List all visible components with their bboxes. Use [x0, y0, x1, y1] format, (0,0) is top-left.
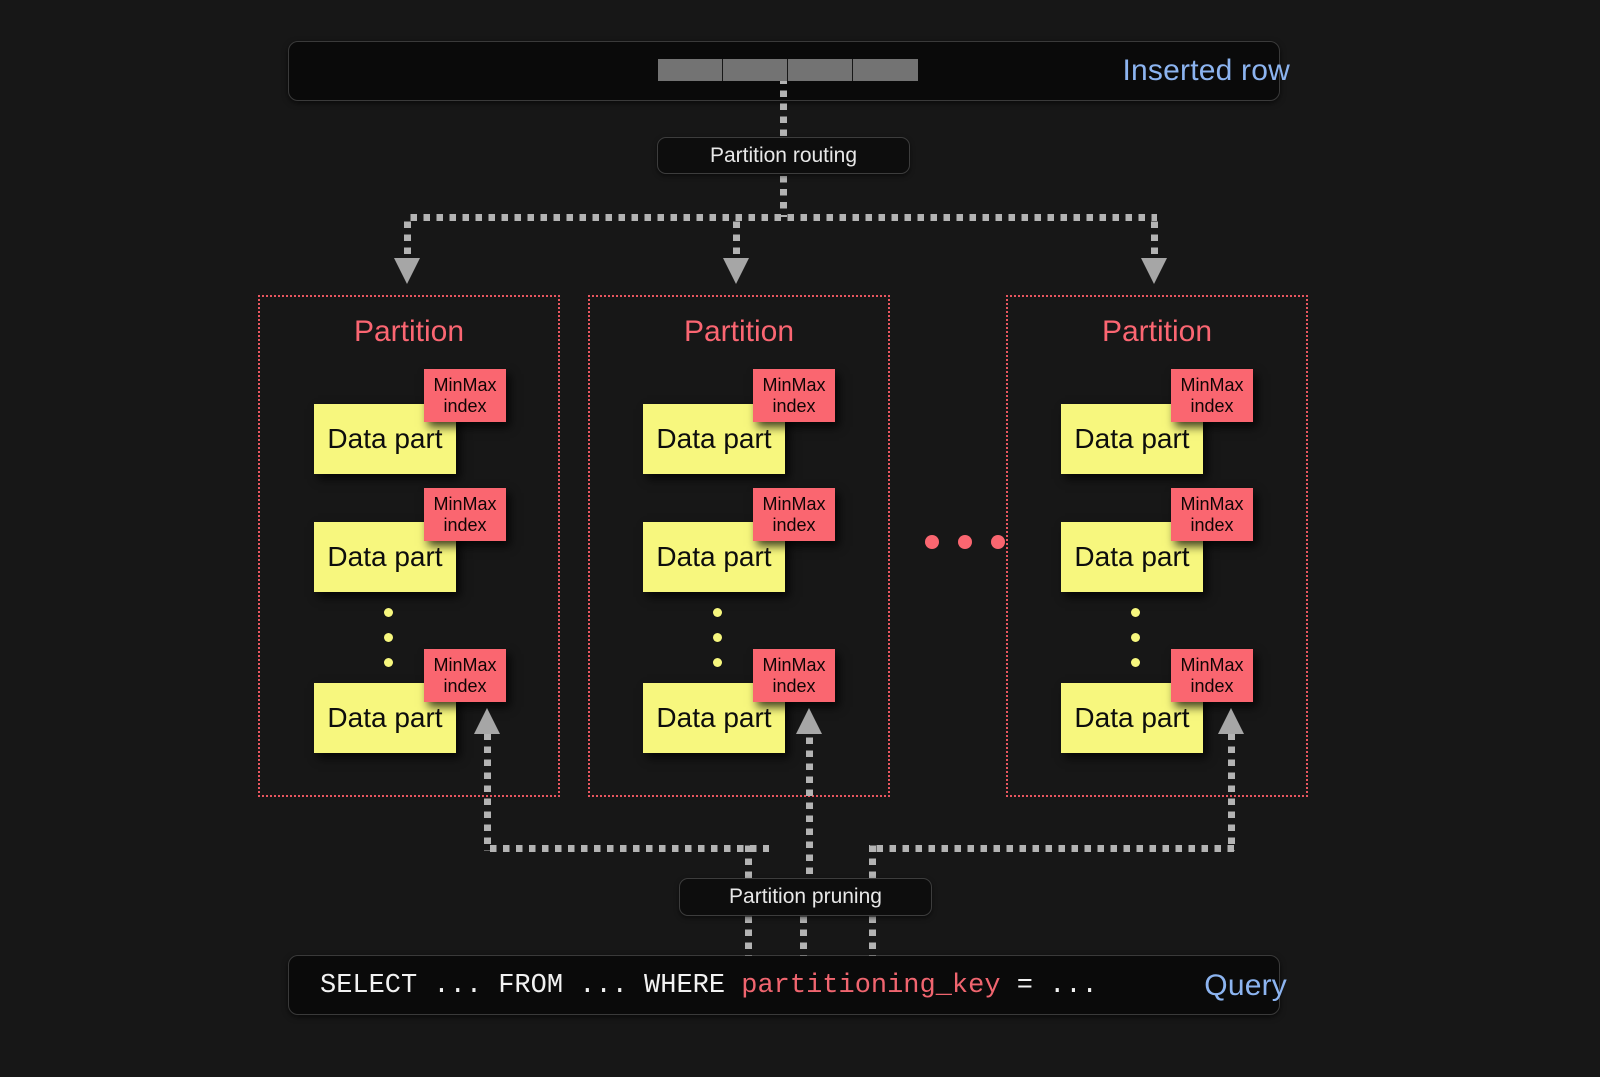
connector-distribution-bus	[405, 214, 1157, 221]
partitions-ellipsis	[925, 535, 1005, 549]
connector-pruning-to-query-mid	[800, 916, 807, 956]
query-suffix: = ...	[1000, 971, 1098, 1001]
query-text: SELECT ... FROM ... WHERE partitioning_k…	[320, 971, 1098, 1001]
data-parts-ellipsis	[713, 608, 722, 667]
inserted-row-label: Inserted row	[1122, 54, 1290, 87]
partition-1: Partition	[258, 295, 560, 797]
row-cell	[788, 59, 853, 81]
data-part-box: Data part	[1061, 522, 1203, 592]
connector-pruning-to-query-left	[745, 916, 752, 956]
query-label: Query	[1204, 969, 1287, 1002]
connector-pruning-to-partition-2	[806, 733, 813, 885]
data-parts-ellipsis	[384, 608, 393, 667]
arrow-into-data-part-1	[474, 708, 500, 734]
ellipsis-dot	[713, 608, 722, 617]
partition-routing-box: Partition routing	[657, 137, 910, 174]
ellipsis-dot	[1131, 658, 1140, 667]
data-parts-ellipsis	[1131, 608, 1140, 667]
partition-3-title: Partition	[1101, 315, 1213, 348]
data-part-box: Data part	[1061, 683, 1203, 753]
row-cell	[723, 59, 788, 81]
arrow-into-data-part-2	[796, 708, 822, 734]
connector-row-to-routing	[780, 81, 787, 139]
connector-bus-to-pruning-left	[745, 845, 752, 885]
arrow-into-partition-1	[394, 258, 420, 284]
ellipsis-dot	[713, 633, 722, 642]
ellipsis-dot	[1131, 608, 1140, 617]
ellipsis-dot	[1131, 633, 1140, 642]
ellipsis-dot	[384, 608, 393, 617]
row-cell	[658, 59, 723, 81]
connector-bus-to-partition-1	[404, 221, 411, 261]
partition-2: Partition	[588, 295, 890, 797]
ellipsis-dot	[958, 535, 972, 549]
ellipsis-dot	[713, 658, 722, 667]
data-part-box: Data part	[314, 404, 456, 474]
connector-bus-to-pruning-right	[869, 845, 876, 885]
partition-3: Partition	[1006, 295, 1308, 797]
connector-pruning-bus-right	[869, 845, 1235, 852]
partition-pruning-box: Partition pruning	[679, 878, 932, 916]
connector-pruning-bus-left	[484, 845, 769, 852]
row-cell	[853, 59, 918, 81]
connector-pruning-to-partition-1	[484, 733, 491, 851]
arrow-into-data-part-3	[1218, 708, 1244, 734]
query-partitioning-key: partitioning_key	[741, 971, 1001, 1001]
arrow-into-partition-2	[723, 258, 749, 284]
arrow-into-partition-3	[1141, 258, 1167, 284]
partition-2-title: Partition	[683, 315, 795, 348]
connector-routing-to-bus	[780, 174, 787, 217]
connector-pruning-to-partition-3	[1228, 733, 1235, 851]
connector-bus-to-partition-3	[1151, 221, 1158, 261]
connector-bus-to-partition-2	[733, 221, 740, 261]
ellipsis-dot	[384, 633, 393, 642]
ellipsis-dot	[925, 535, 939, 549]
query-prefix: SELECT ... FROM ... WHERE	[320, 971, 742, 1001]
connector-pruning-to-query-right	[869, 916, 876, 956]
inserted-row-cells	[658, 59, 918, 81]
partition-1-title: Partition	[353, 315, 465, 348]
ellipsis-dot	[991, 535, 1005, 549]
query-bar	[288, 955, 1280, 1015]
ellipsis-dot	[384, 658, 393, 667]
